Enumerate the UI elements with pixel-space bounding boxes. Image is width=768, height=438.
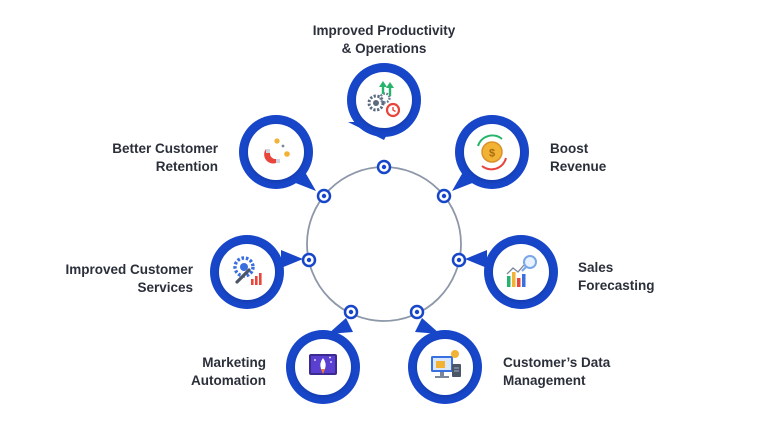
node-revenue: $ (452, 115, 529, 191)
label-marketing-line-1: Marketing (202, 355, 266, 370)
label-revenue: Boost Revenue (550, 140, 606, 176)
ring-dot (409, 304, 425, 320)
label-data-management-line-1: Customer’s Data (503, 355, 611, 370)
ring-dots (301, 159, 467, 320)
node-data-management (408, 318, 482, 404)
ring-dot (451, 252, 467, 268)
node-marketing (286, 318, 360, 404)
monitor-database-icon (431, 350, 461, 378)
ring-dot (301, 252, 317, 268)
label-productivity-line-1: Improved Productivity (312, 23, 456, 38)
label-services-line-2: Services (137, 280, 193, 295)
label-revenue-line-1: Boost (550, 141, 589, 156)
label-retention-line-1: Better Customer (112, 141, 218, 156)
ring-dot (436, 188, 452, 204)
node-retention (239, 115, 316, 191)
chart-magnifier-icon (506, 255, 537, 287)
node-services (210, 235, 303, 309)
label-revenue-line-2: Revenue (550, 159, 607, 174)
label-forecasting-line-2: Forecasting (578, 278, 655, 293)
ring-dot (316, 188, 332, 204)
label-productivity: Improved Productivity & Operations (284, 22, 484, 58)
label-data-management: Customer’s Data Management (503, 354, 610, 390)
ring-dot (376, 159, 392, 175)
label-forecasting: Sales Forecasting (578, 259, 655, 295)
wrench-gear-icon (233, 256, 262, 285)
label-forecasting-line-1: Sales (578, 260, 614, 275)
ring-dot (343, 304, 359, 320)
label-data-management-line-2: Management (503, 373, 586, 388)
label-retention: Better Customer Retention (60, 140, 218, 176)
label-productivity-line-2: & Operations (341, 41, 427, 56)
label-marketing: Marketing Automation (126, 354, 266, 390)
rocket-screen-icon (309, 354, 337, 375)
svg-text:$: $ (489, 148, 495, 160)
label-services: Improved Customer Services (20, 261, 193, 297)
coin-cycle-icon: $ (477, 134, 507, 171)
gears-growth-icon (367, 81, 401, 118)
label-services-line-1: Improved Customer (65, 262, 193, 277)
node-productivity (347, 63, 421, 140)
magnet-icon (264, 138, 290, 164)
node-forecasting (465, 235, 558, 309)
label-retention-line-2: Retention (155, 159, 218, 174)
label-marketing-line-2: Automation (191, 373, 266, 388)
center-ring (306, 166, 462, 322)
